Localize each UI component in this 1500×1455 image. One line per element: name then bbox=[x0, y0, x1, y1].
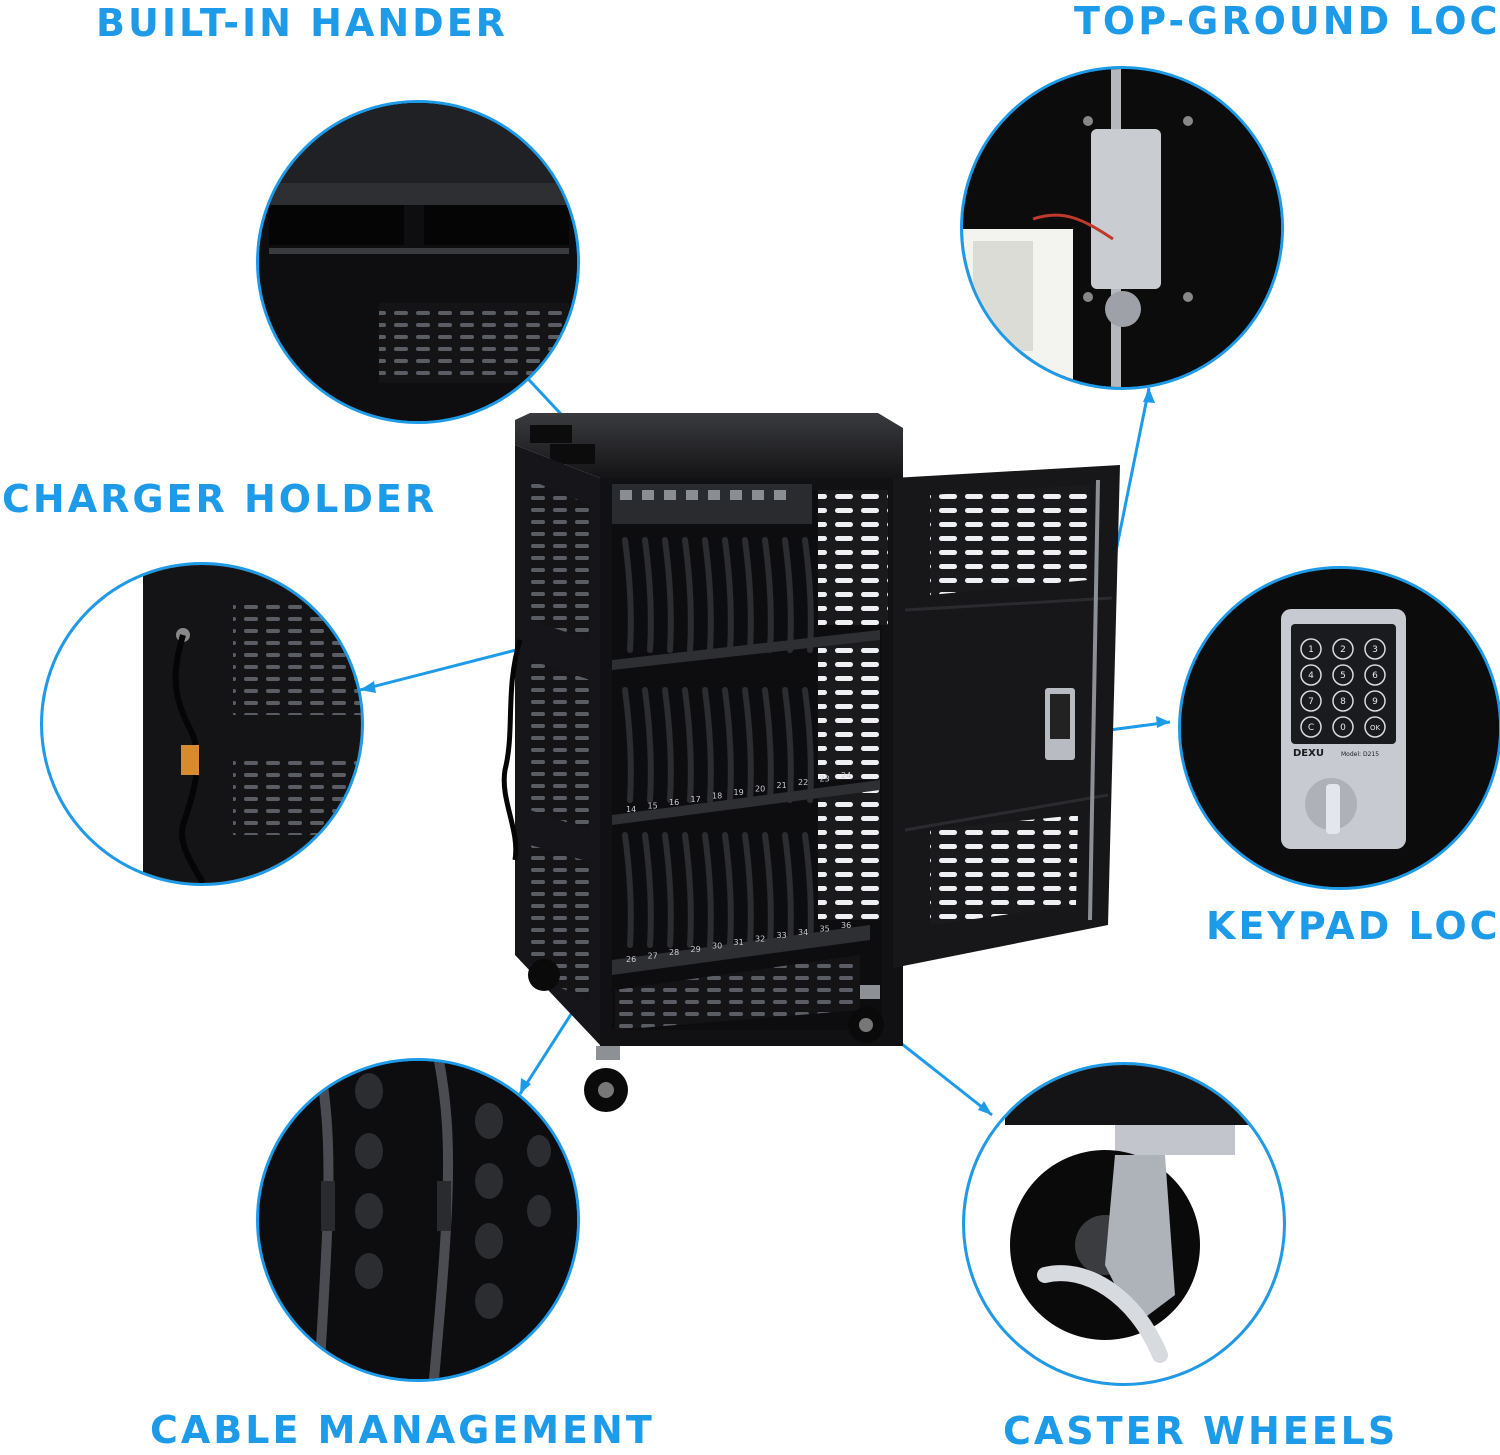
slot-number: 15 bbox=[648, 802, 658, 811]
label-top-ground-lock: TOP-GROUND LOCK bbox=[1074, 0, 1500, 43]
label-built-in-handle: BUILT-IN HANDER bbox=[96, 1, 508, 45]
slot-number: 28 bbox=[669, 948, 679, 957]
cabinet bbox=[501, 413, 1120, 1112]
keypad-key-label: C bbox=[1308, 723, 1314, 733]
slot-number: 29 bbox=[691, 945, 701, 954]
label-caster-wheels: CASTER WHEELS bbox=[1003, 1409, 1399, 1453]
slot-number: 22 bbox=[798, 778, 808, 787]
slot-numbers-middle: 14 15 16 17 18 19 20 21 22 23 24 bbox=[626, 771, 851, 814]
keypad-key bbox=[1332, 664, 1354, 686]
keypad-key-label: 8 bbox=[1340, 697, 1346, 707]
slot-number: 33 bbox=[777, 931, 787, 940]
caster-wheels-zoom bbox=[962, 1062, 1286, 1386]
slot-number: 17 bbox=[691, 795, 701, 804]
keypad-key bbox=[1300, 716, 1322, 738]
slot-number: 18 bbox=[712, 791, 722, 800]
slot-number: 31 bbox=[734, 938, 744, 947]
slot-number: 20 bbox=[755, 785, 765, 794]
label-cable-management: CABLE MANAGEMENT bbox=[150, 1408, 655, 1452]
keypad-key-label: 3 bbox=[1372, 645, 1378, 655]
top-ground-lock-zoom bbox=[960, 66, 1284, 390]
charger-holder-zoom bbox=[40, 562, 364, 886]
keypad-key bbox=[1332, 638, 1354, 660]
keypad-key bbox=[1364, 664, 1386, 686]
keypad-model: Model: D215 bbox=[1341, 751, 1379, 758]
slot-number: 21 bbox=[777, 781, 787, 790]
slot-number: 32 bbox=[755, 935, 765, 944]
keypad-key bbox=[1332, 716, 1354, 738]
keypad-key bbox=[1300, 664, 1322, 686]
slot-number: 24 bbox=[841, 771, 851, 780]
keypad-key-label: 2 bbox=[1340, 645, 1346, 655]
slot-number: 30 bbox=[712, 941, 722, 950]
keypad-key-label: 5 bbox=[1340, 671, 1346, 681]
keypad-key-label: 1 bbox=[1308, 645, 1314, 655]
keypad-key-label: 4 bbox=[1308, 671, 1314, 681]
keypad-key-label: 7 bbox=[1308, 697, 1314, 707]
keypad-keys: 1 2 3 4 5 6 7 8 9C 0 OK bbox=[1300, 638, 1386, 738]
keypad-key bbox=[1364, 690, 1386, 712]
slot-number: 35 bbox=[820, 924, 830, 933]
keypad-key bbox=[1300, 638, 1322, 660]
slot-number: 34 bbox=[798, 928, 808, 937]
keypad-key bbox=[1364, 638, 1386, 660]
keypad-key-label: OK bbox=[1370, 724, 1381, 732]
keypad-key-label: 9 bbox=[1372, 697, 1378, 707]
slot-number: 16 bbox=[669, 798, 679, 807]
slot-number: 23 bbox=[820, 774, 830, 783]
keypad-key bbox=[1364, 716, 1386, 738]
label-charger-holder: CHARGER HOLDER bbox=[2, 477, 438, 521]
keypad-key bbox=[1332, 690, 1354, 712]
slot-number: 36 bbox=[841, 921, 851, 930]
slot-number: 27 bbox=[648, 952, 658, 961]
cable-management-zoom bbox=[256, 1058, 580, 1382]
keypad-key bbox=[1300, 690, 1322, 712]
slot-numbers-bottom: 26 27 28 29 30 31 32 33 34 35 36 bbox=[626, 921, 851, 964]
slot-number: 19 bbox=[734, 788, 744, 797]
keypad-key-label: 6 bbox=[1372, 671, 1378, 681]
keypad-brand: DEXU bbox=[1293, 748, 1324, 759]
built-in-handle-zoom bbox=[256, 100, 580, 424]
label-keypad-lock: KEYPAD LOCK bbox=[1206, 904, 1500, 948]
keypad-key-label: 0 bbox=[1340, 723, 1346, 733]
slot-number: 14 bbox=[626, 805, 636, 814]
slot-number: 26 bbox=[626, 955, 636, 964]
